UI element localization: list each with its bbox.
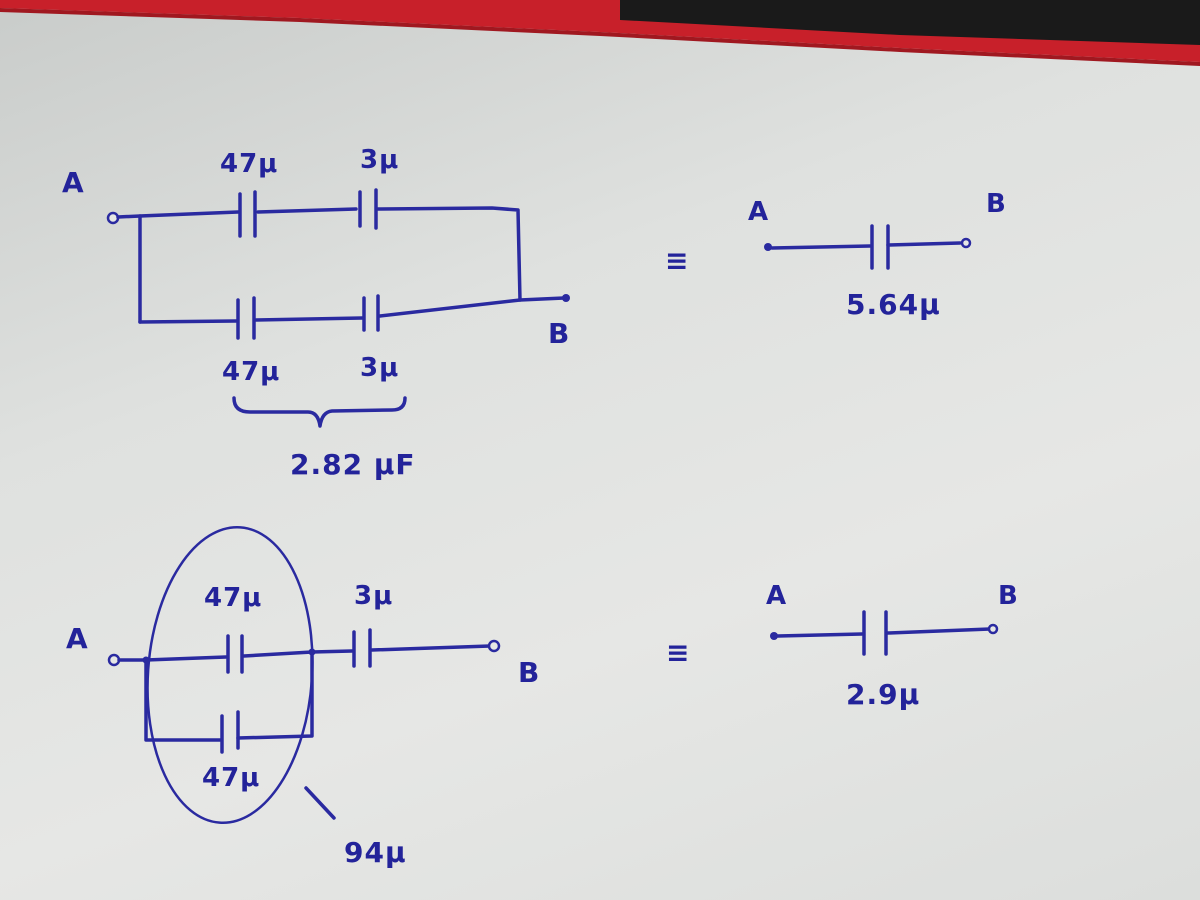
circuit1-top-cap2-label: 3μ (360, 145, 399, 175)
circuit2-top-wire (117, 644, 492, 662)
circuit1-node-a-label: A (62, 166, 85, 199)
circuit1-equivalence-symbol: ≡ (665, 244, 689, 277)
circuit1-equiv-a-label: A (748, 197, 769, 227)
circuit1-terminal-b (562, 294, 570, 302)
circuit2-equiv-b-label: B (998, 581, 1019, 611)
junction-dot (308, 648, 316, 656)
circuit1-equiv-terminal-a (764, 243, 772, 251)
circuit1-equiv-wire (770, 241, 962, 250)
circuit1-top-cap1-label: 47μ (220, 149, 278, 179)
circuit2-parallel-wires (144, 650, 314, 742)
pointer-line (304, 786, 336, 820)
notebook-edge (0, 0, 1200, 66)
junction-dot (142, 656, 150, 664)
capacitor-icon (226, 634, 244, 674)
circuit1-bottom-cap1-label: 47μ (222, 357, 280, 387)
brace-icon (232, 396, 407, 428)
circuit2-equiv-a-label: A (766, 581, 787, 611)
circuit2-equiv-wire (776, 627, 992, 638)
circuit2-top-cap-label: 47μ (204, 583, 262, 613)
circuit2-node-a-label: A (66, 622, 89, 655)
capacitor-icon (862, 610, 888, 656)
circuit2-equiv-value: 2.9μ (846, 678, 920, 711)
capacitor-icon (236, 296, 256, 340)
circuit2-parallel-result: 94μ (344, 836, 407, 869)
circuit2-node-b-label: B (518, 656, 540, 689)
circuit2-equiv-terminal-b (987, 623, 999, 635)
circuit1-node-b-label: B (548, 317, 570, 350)
circuit2-bottom-cap-label: 47μ (202, 763, 260, 793)
circuit1-equiv-value: 5.64μ (846, 288, 941, 321)
circuit2: A B 47μ 3μ 47μ 94μ ≡ A B (66, 525, 1019, 869)
capacitor-icon (220, 710, 240, 754)
capacitor-icon (352, 628, 372, 668)
capacitor-icon (870, 224, 890, 270)
circuit1-bottom-cap2-label: 3μ (360, 353, 399, 383)
circuit2-equivalence-symbol: ≡ (666, 636, 690, 669)
circuit2-equiv-terminal-a (770, 632, 778, 640)
circuit1-series-result: 2.82 μF (290, 448, 416, 481)
circuit1-top-wire (116, 206, 522, 302)
circuit1-equiv-terminal-b (960, 237, 972, 249)
capacitor-icon (362, 294, 380, 332)
circuit1-terminal-a (106, 211, 120, 225)
circuit2-terminal-b (487, 639, 501, 653)
circuit2-series-cap-label: 3μ (354, 581, 393, 611)
capacitor-icon (358, 188, 378, 230)
circuit1-bottom-wire (138, 296, 566, 324)
circuit1: A B 47μ 3μ 47μ 3μ (62, 145, 1007, 481)
capacitor-icon (238, 190, 257, 238)
circuit1-equiv-b-label: B (986, 189, 1007, 219)
